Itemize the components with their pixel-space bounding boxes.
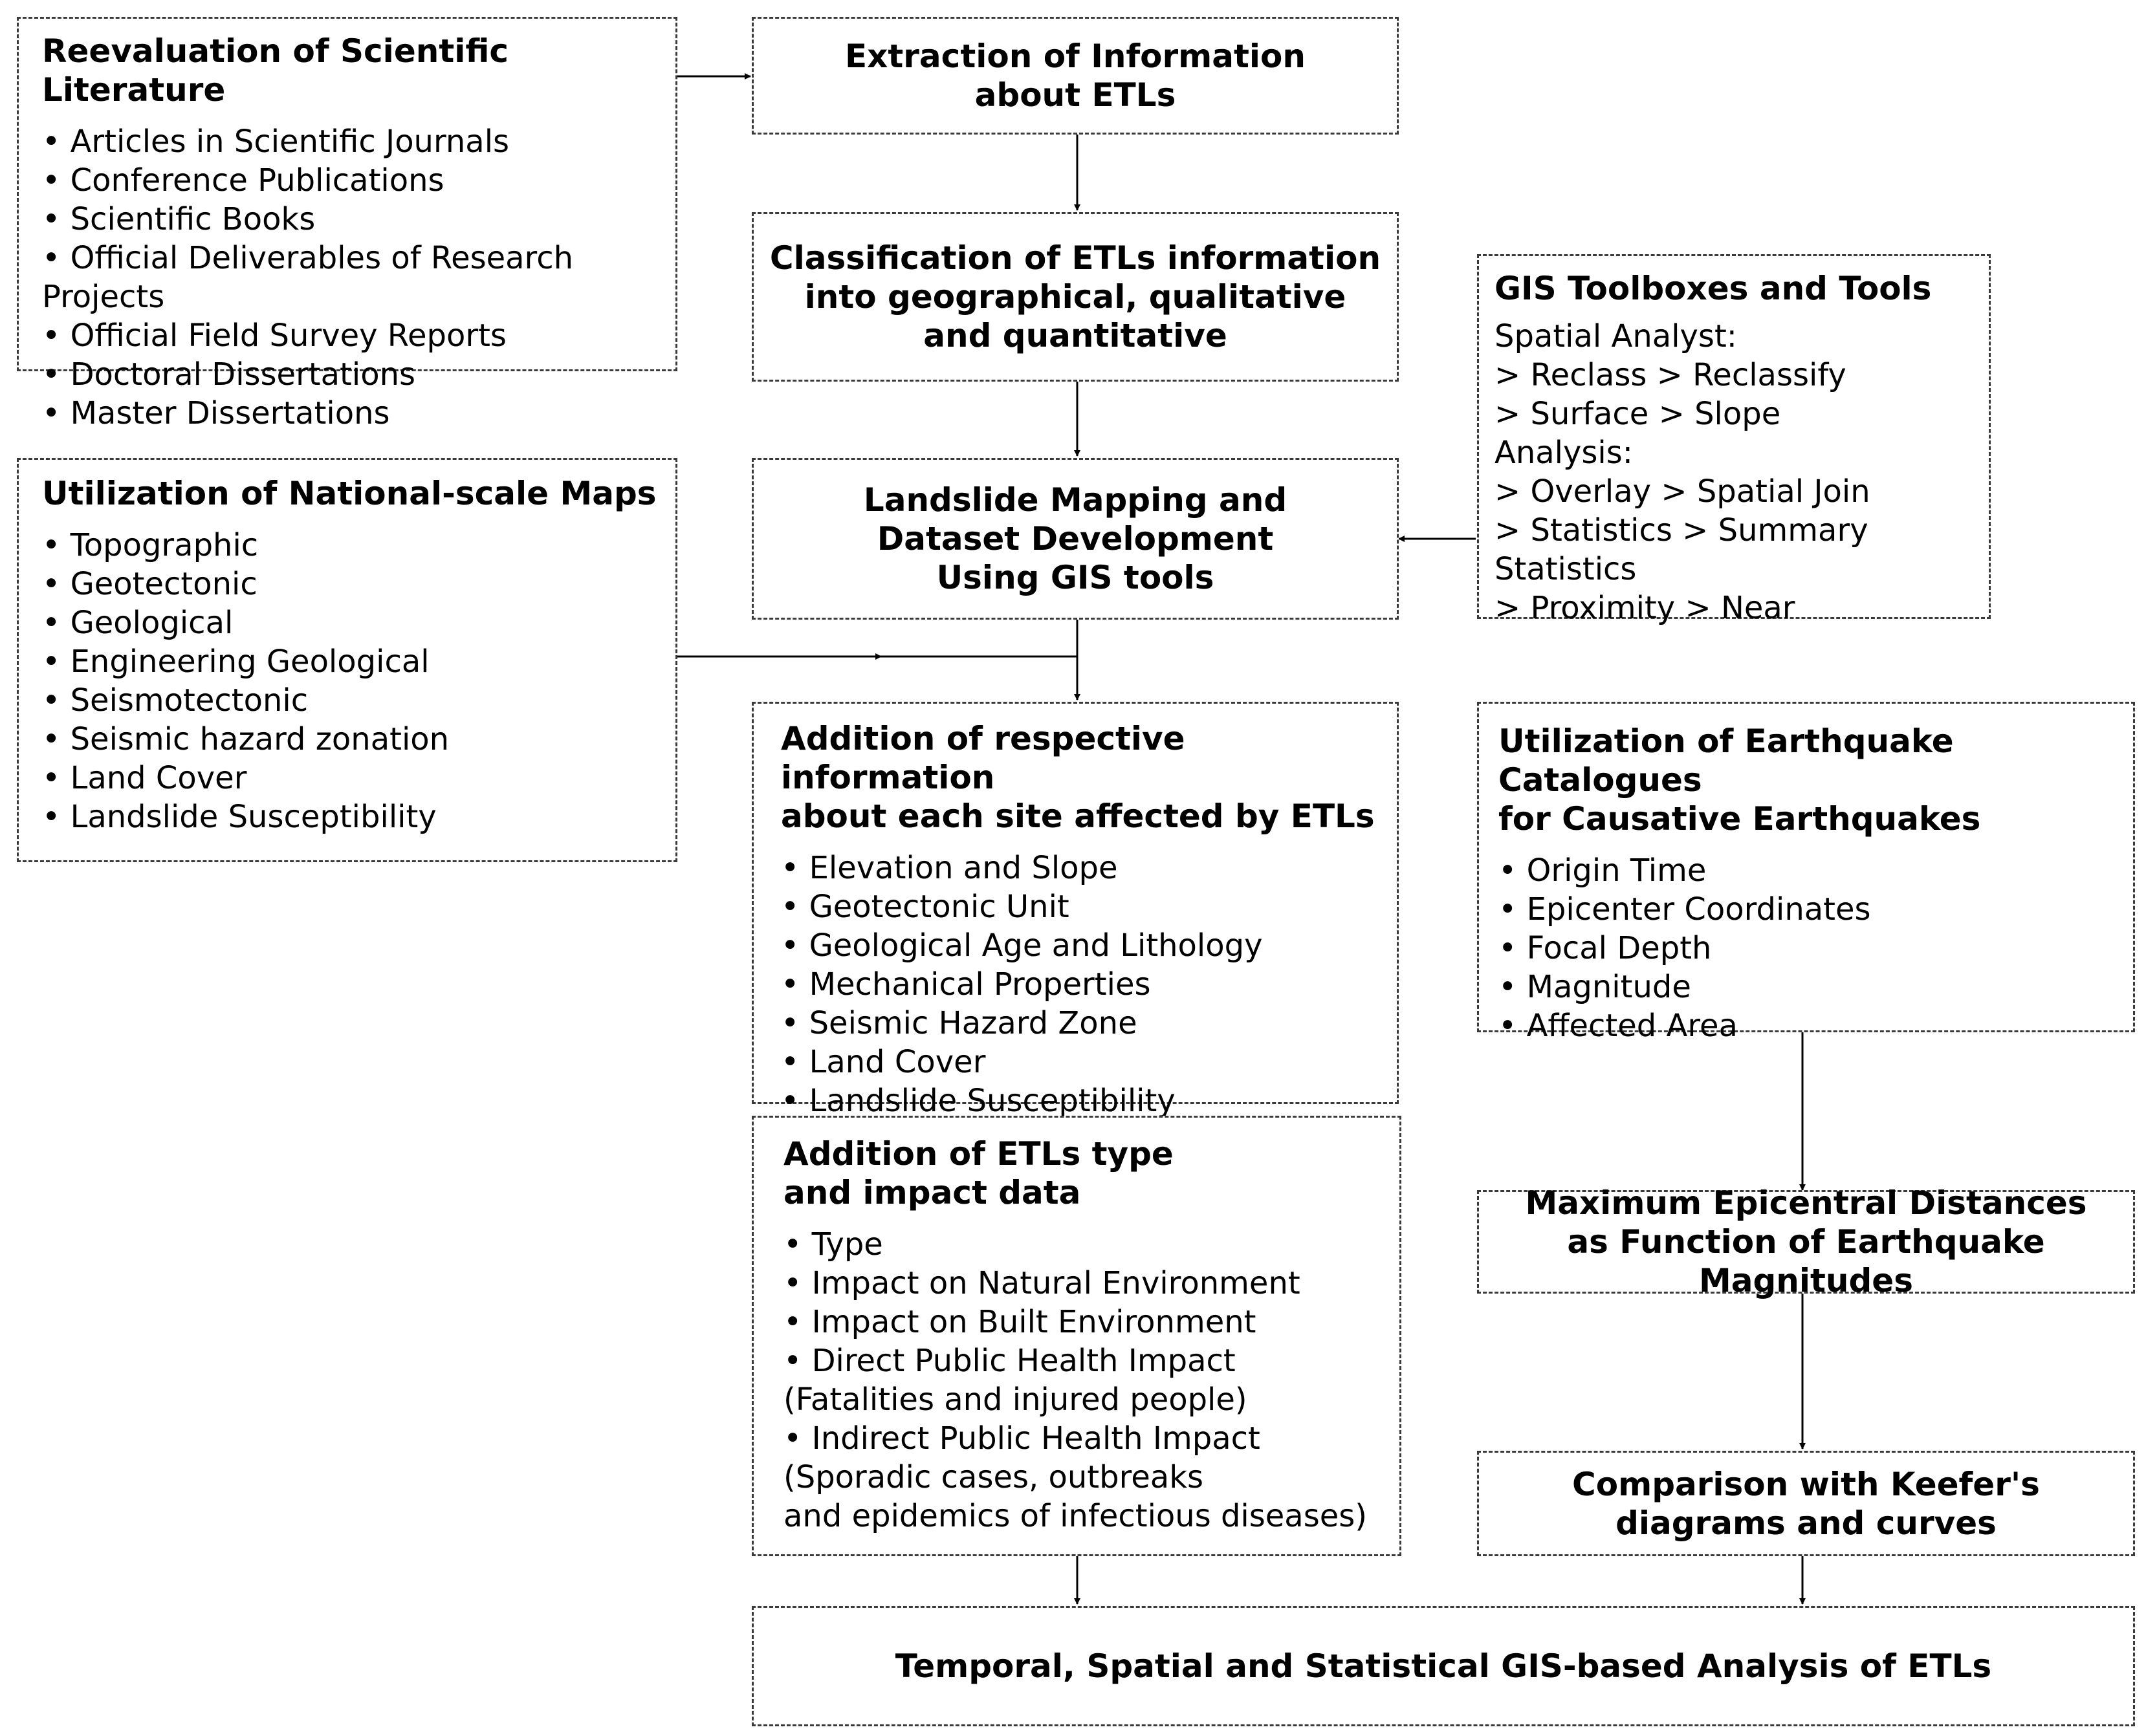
analysis-title: Temporal, Spatial and Statistical GIS-ba… [895, 1647, 1992, 1685]
classification-box: Classification of ETLs information into … [752, 212, 1399, 382]
list-item: • Master Dissertations [42, 395, 390, 431]
gis-tools-title: GIS Toolboxes and Tools [1495, 270, 1932, 307]
list-item: • Geological [42, 605, 234, 641]
impact-line: • Type [783, 1226, 883, 1263]
gis-tools-lines: Spatial Analyst: > Reclass > Reclassify … [1495, 317, 1989, 627]
epicentral-title: Maximum Epicentral Distances as Function… [1525, 1184, 2087, 1299]
impact-box: Addition of ETLs type and impact data • … [752, 1116, 1401, 1556]
impact-line: (Sporadic cases, outbreaks [783, 1459, 1204, 1495]
gis-tool-line: > Proximity > Near [1495, 590, 1795, 626]
maps-list: • Topographic • Geotectonic • Geological… [42, 526, 675, 836]
mapping-box: Landslide Mapping and Dataset Developmen… [752, 458, 1399, 620]
list-item: • Seismic Hazard Zone [781, 1005, 1137, 1041]
gis-tool-line: Analysis: [1495, 435, 1633, 471]
maps-box: Utilization of National-scale Maps • Top… [17, 458, 677, 862]
impact-line: and epidemics of infectious diseases) [783, 1498, 1367, 1534]
gis-tool-line: > Statistics > Summary Statistics [1495, 512, 1868, 587]
mapping-title: Landslide Mapping and Dataset Developmen… [863, 481, 1287, 596]
list-item: • Geotectonic [42, 566, 257, 602]
impact-line: • Direct Public Health Impact [783, 1343, 1236, 1379]
list-item: • Articles in Scientific Journals [42, 124, 510, 160]
list-item: • Landslide Susceptibility [781, 1083, 1176, 1119]
gis-tool-line: > Reclass > Reclassify [1495, 357, 1846, 393]
classification-title: Classification of ETLs information into … [769, 239, 1381, 354]
maps-title: Utilization of National-scale Maps [42, 475, 657, 512]
list-item: • Focal Depth [1498, 930, 1712, 966]
literature-list: • Articles in Scientific Journals • Conf… [42, 122, 675, 433]
impact-line: • Impact on Natural Environment [783, 1265, 1300, 1301]
list-item: • Engineering Geological [42, 644, 430, 680]
list-item: • Geotectonic Unit [781, 889, 1069, 925]
list-item: • Topographic [42, 527, 259, 563]
gis-tool-line: > Surface > Slope [1495, 396, 1781, 432]
list-item: • Origin Time [1498, 852, 1707, 889]
list-item: • Seismic hazard zonation [42, 721, 450, 757]
impact-line: (Fatalities and injured people) [783, 1382, 1247, 1418]
analysis-box: Temporal, Spatial and Statistical GIS-ba… [752, 1606, 2135, 1726]
list-item: • Geological Age and Lithology [781, 928, 1263, 964]
impact-line: • Impact on Built Environment [783, 1304, 1256, 1340]
epicentral-box: Maximum Epicentral Distances as Function… [1477, 1184, 2135, 1299]
list-item: • Conference Publications [42, 162, 444, 199]
list-item: • Land Cover [42, 760, 247, 796]
list-item: • Mechanical Properties [781, 966, 1151, 1003]
list-item: • Epicenter Coordinates [1498, 891, 1871, 928]
list-item: • Doctoral Dissertations [42, 356, 415, 393]
list-item: • Seismotectonic [42, 682, 309, 719]
extraction-title: Extraction of Information about ETLs [844, 38, 1306, 114]
catalogues-box: Utilization of Earthquake Catalogues for… [1477, 702, 2135, 1044]
literature-title: Reevaluation of Scientific Literature [42, 32, 509, 109]
site-info-box: Addition of respective information about… [752, 702, 1399, 1119]
extraction-box: Extraction of Information about ETLs [752, 17, 1399, 135]
impact-line: • Indirect Public Health Impact [783, 1420, 1260, 1457]
gis-tools-box: GIS Toolboxes and Tools Spatial Analyst:… [1477, 254, 1991, 626]
list-item: • Affected Area [1498, 1008, 1738, 1044]
list-item: • Scientific Books [42, 201, 316, 237]
gis-tool-line: Spatial Analyst: [1495, 318, 1737, 354]
catalogues-list: • Origin Time • Epicenter Coordinates • … [1498, 851, 2133, 1045]
keefer-box: Comparison with Keefer's diagrams and cu… [1477, 1451, 2135, 1556]
list-item: • Official Field Survey Reports [42, 318, 507, 354]
site-info-title: Addition of respective information about… [781, 720, 1375, 835]
literature-box: Reevaluation of Scientific Literature • … [17, 17, 677, 431]
list-item: • Landslide Susceptibility [42, 799, 437, 835]
catalogues-title: Utilization of Earthquake Catalogues for… [1498, 722, 1981, 838]
list-item: • Land Cover [781, 1044, 986, 1080]
impact-title: Addition of ETLs type and impact data [783, 1135, 1174, 1211]
keefer-title: Comparison with Keefer's diagrams and cu… [1572, 1465, 2040, 1542]
gis-tool-line: > Overlay > Spatial Join [1495, 473, 1870, 510]
list-item: • Elevation and Slope [781, 850, 1118, 886]
impact-lines: • Type • Impact on Natural Environment •… [783, 1225, 1399, 1535]
list-item: • Magnitude [1498, 969, 1691, 1005]
site-info-list: • Elevation and Slope • Geotectonic Unit… [781, 849, 1397, 1120]
list-item: • Official Deliverables of Research Proj… [42, 240, 574, 315]
